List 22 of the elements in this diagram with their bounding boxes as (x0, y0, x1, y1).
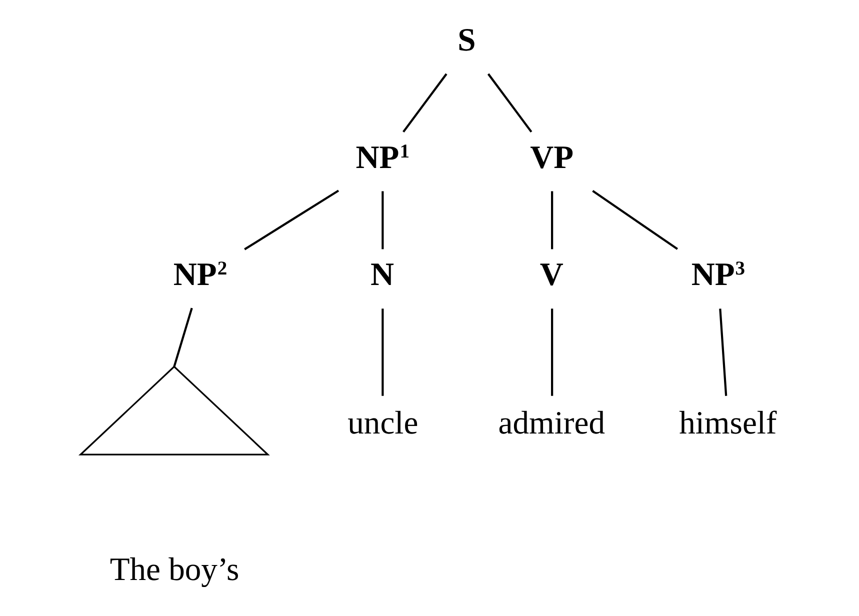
node-text: NP$^{1}$ (356, 140, 410, 176)
connector (402, 73, 448, 133)
node-triangle (78, 366, 270, 456)
connector (551, 308, 554, 396)
node-text: himself (679, 405, 777, 442)
connector (244, 190, 340, 250)
node-text: S (458, 22, 476, 59)
connector (719, 308, 728, 396)
connector (487, 73, 532, 133)
node-text: VP (530, 140, 574, 176)
connector (592, 190, 678, 250)
node-text: V (540, 257, 564, 294)
connector (382, 308, 384, 396)
connector (173, 308, 193, 367)
node-text: uncle (348, 405, 418, 442)
connector (551, 191, 554, 250)
node-text: NP$^{2}$ (173, 257, 228, 294)
node-text: admired (498, 405, 606, 442)
connector (382, 191, 384, 250)
node-label: The boy’s (110, 552, 240, 588)
node-text: NP$^{3}$ (691, 257, 746, 294)
node-text: N (370, 257, 394, 294)
